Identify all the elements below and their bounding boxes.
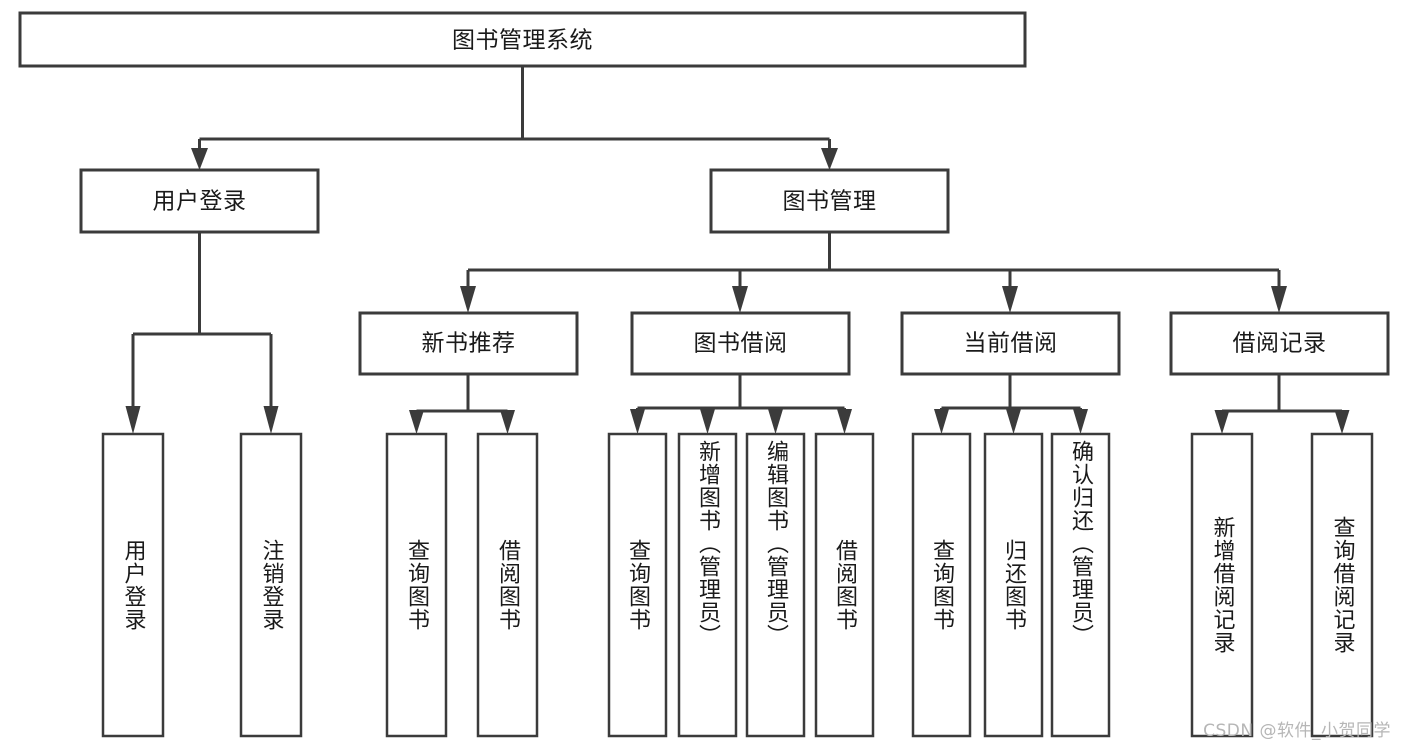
- node-current-borrow-label: 当前借阅: [964, 331, 1058, 357]
- node-new-book-recommend[interactable]: 新书推荐: [358, 311, 579, 376]
- leaf-box-add-borrow-record[interactable]: [1190, 432, 1254, 738]
- node-root[interactable]: 图书管理系统: [18, 11, 1027, 68]
- node-book-borrow-box[interactable]: [630, 311, 851, 376]
- node-current-borrow-box[interactable]: [900, 311, 1121, 376]
- node-book-borrow-label: 图书借阅: [694, 331, 788, 357]
- arrowhead-user-login: [191, 148, 208, 170]
- arrowhead-bookborrow-leaf-2: [700, 409, 715, 434]
- arrowhead-borrowrecord-leaf-1: [1214, 410, 1230, 434]
- arrowhead-borrowrecord-leaf-2: [1334, 410, 1350, 434]
- leaf-box-query-book-current[interactable]: [911, 432, 972, 738]
- arrowhead-borrow-record: [1271, 286, 1287, 313]
- leaf-box-edit-book-admin[interactable]: [745, 432, 806, 738]
- leaf-box-query-book-borrow[interactable]: [607, 432, 668, 738]
- node-new-book-recommend-box[interactable]: [358, 311, 579, 376]
- arrowhead-currentborrow-leaf-3: [1073, 409, 1088, 434]
- node-book-management-box[interactable]: [709, 168, 950, 234]
- arrowhead-leaf-logout: [263, 406, 279, 434]
- leaf-box-query-borrow-record[interactable]: [1310, 432, 1374, 738]
- arrowhead-book-mgmt: [821, 148, 838, 170]
- node-borrow-record-label: 借阅记录: [1233, 331, 1327, 357]
- node-borrow-record[interactable]: 借阅记录: [1169, 311, 1390, 376]
- node-book-management-label: 图书管理: [783, 189, 877, 215]
- leaf-box-query-book-newrec[interactable]: [385, 432, 448, 738]
- node-book-management[interactable]: 图书管理: [709, 168, 950, 234]
- node-user-login-label: 用户登录: [153, 189, 247, 215]
- leaf-box-borrow-book-newrec[interactable]: [476, 432, 539, 738]
- arrowhead-book-borrow: [732, 286, 748, 313]
- node-user-login[interactable]: 用户登录: [79, 168, 320, 234]
- leaf-box-layer: [101, 432, 1374, 738]
- leaf-box-borrow-book[interactable]: [814, 432, 875, 738]
- node-book-borrow[interactable]: 图书借阅: [630, 311, 851, 376]
- arrowhead-bookborrow-leaf-3: [768, 409, 783, 434]
- arrowhead-currentborrow-leaf-2: [1006, 409, 1021, 434]
- arrowhead-current-borrow: [1002, 286, 1018, 313]
- leaf-box-confirm-return-admin[interactable]: [1050, 432, 1111, 738]
- arrowhead-currentborrow-leaf-1: [934, 409, 949, 434]
- node-root-box[interactable]: [18, 11, 1027, 68]
- node-user-login-box[interactable]: [79, 168, 320, 234]
- node-root-label: 图书管理系统: [452, 28, 593, 54]
- node-new-book-recommend-label: 新书推荐: [422, 331, 516, 357]
- arrowhead-bookborrow-leaf-4: [837, 409, 852, 434]
- leaf-box-return-book[interactable]: [983, 432, 1044, 738]
- connector-layer: [125, 66, 1350, 434]
- arrowhead-bookborrow-leaf-1: [630, 409, 645, 434]
- arrowhead-newbook-leaf-1: [409, 410, 424, 434]
- node-current-borrow[interactable]: 当前借阅: [900, 311, 1121, 376]
- leaf-box-add-book-admin[interactable]: [677, 432, 738, 738]
- node-borrow-record-box[interactable]: [1169, 311, 1390, 376]
- arrowhead-new-book-rec: [460, 286, 476, 313]
- arrowhead-leaf-user-login: [125, 406, 141, 434]
- leaf-box-logout[interactable]: [239, 432, 303, 738]
- leaf-box-user-login[interactable]: [101, 432, 165, 738]
- arrowhead-newbook-leaf-2: [500, 410, 515, 434]
